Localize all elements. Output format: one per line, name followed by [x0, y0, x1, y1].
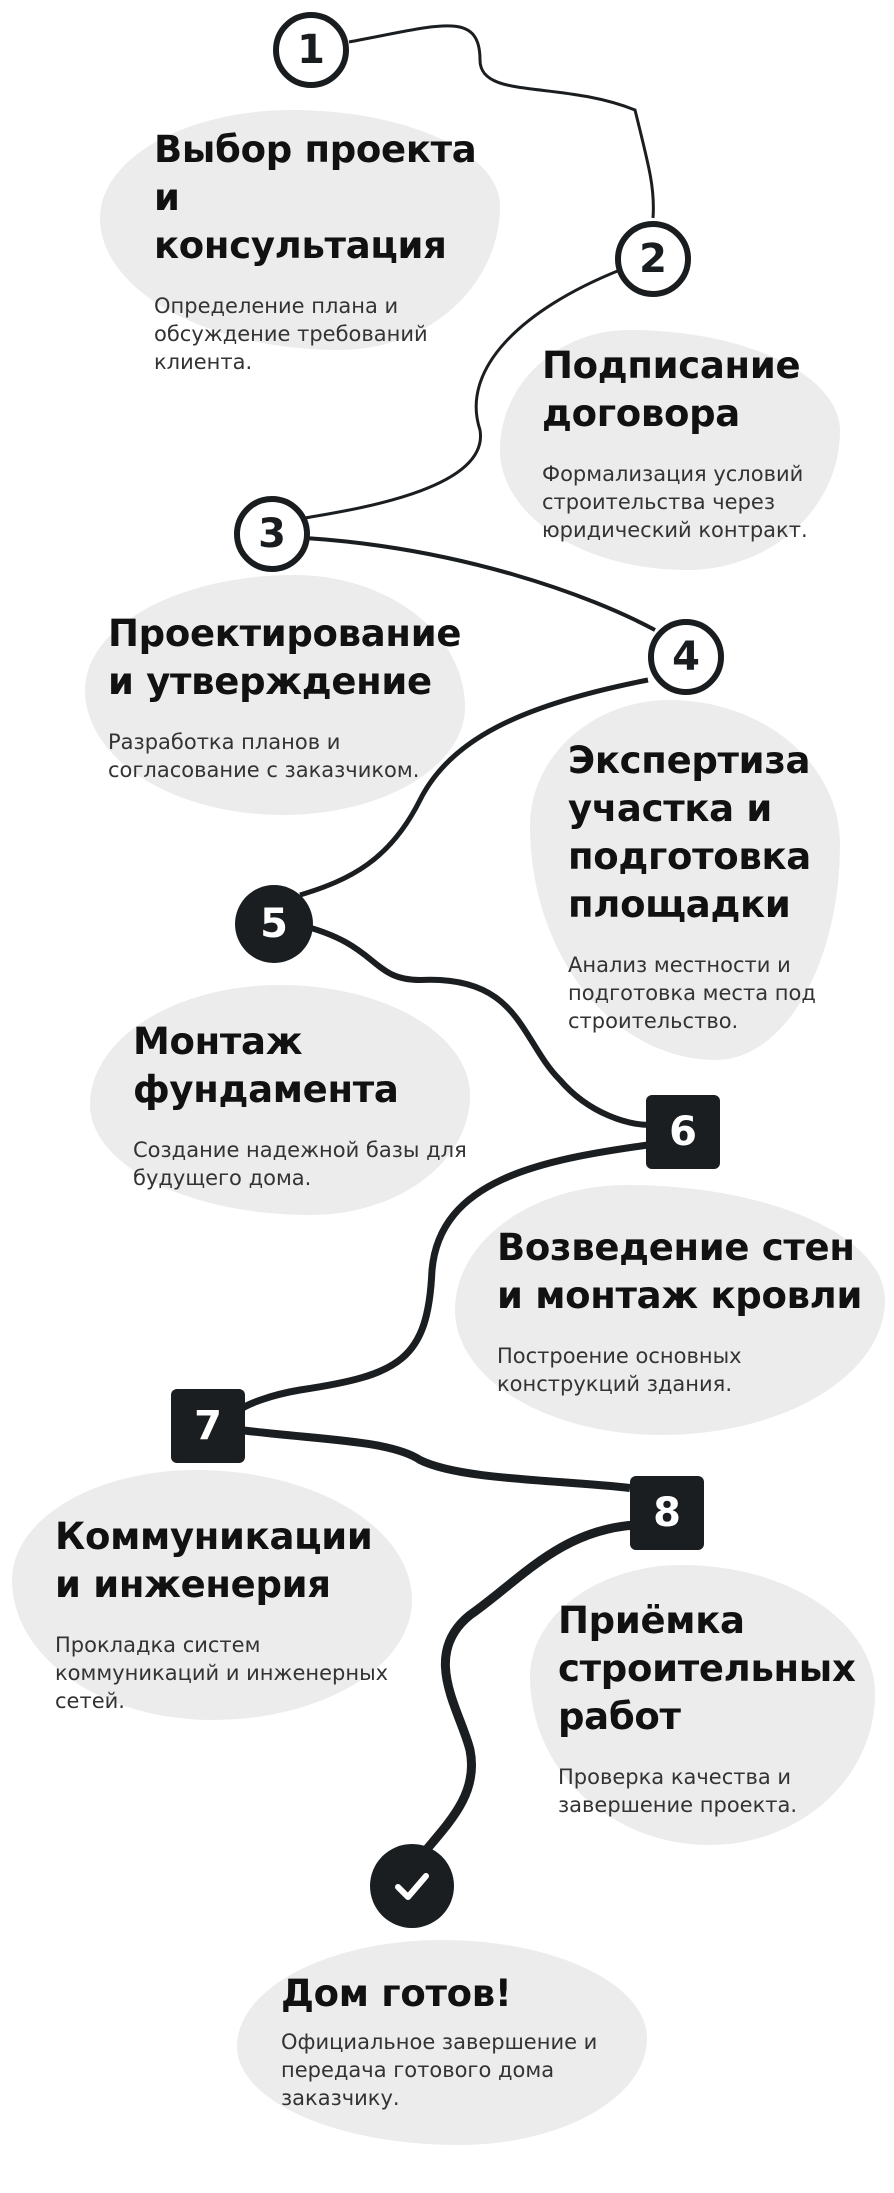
card-background-2 [500, 330, 840, 570]
card-background-5 [90, 985, 470, 1215]
step-7-marker: 7 [171, 1389, 245, 1463]
step-1-number: 1 [297, 27, 325, 73]
step-8-marker: 8 [630, 1476, 704, 1550]
step-5-marker: 5 [235, 885, 313, 963]
card-background-final [237, 1940, 647, 2145]
step-8-number: 8 [653, 1490, 681, 1536]
step-6-number: 6 [669, 1109, 697, 1155]
path-segment-3-4 [304, 536, 656, 632]
path-segment-5-6 [299, 922, 651, 1128]
step-7-number: 7 [194, 1403, 222, 1449]
step-4-number: 4 [672, 634, 700, 680]
path-segment-4-5 [299, 677, 649, 898]
step-2-number: 2 [639, 236, 667, 282]
path-segment-1-2 [348, 24, 655, 219]
path-segment-7-8 [239, 1426, 631, 1492]
step-4-marker: 4 [648, 619, 724, 695]
card-background-7 [12, 1470, 412, 1720]
card-background-3 [85, 575, 465, 815]
step-5-number: 5 [260, 901, 288, 947]
step-6-marker: 6 [646, 1095, 720, 1169]
step-2-marker: 2 [615, 221, 691, 297]
step-1-marker: 1 [273, 12, 349, 88]
final-marker [370, 1844, 454, 1928]
checkmark-icon [395, 1873, 429, 1900]
path-segment-2-3 [304, 268, 621, 520]
card-background-8 [530, 1565, 875, 1845]
card-background-6 [455, 1185, 885, 1435]
step-3-marker: 3 [234, 496, 310, 572]
final-title: Дом готов! [281, 1972, 512, 2015]
path-segment-6-7 [237, 1141, 649, 1413]
path-segment-8-final [405, 1520, 640, 1875]
step-3-number: 3 [258, 511, 286, 557]
